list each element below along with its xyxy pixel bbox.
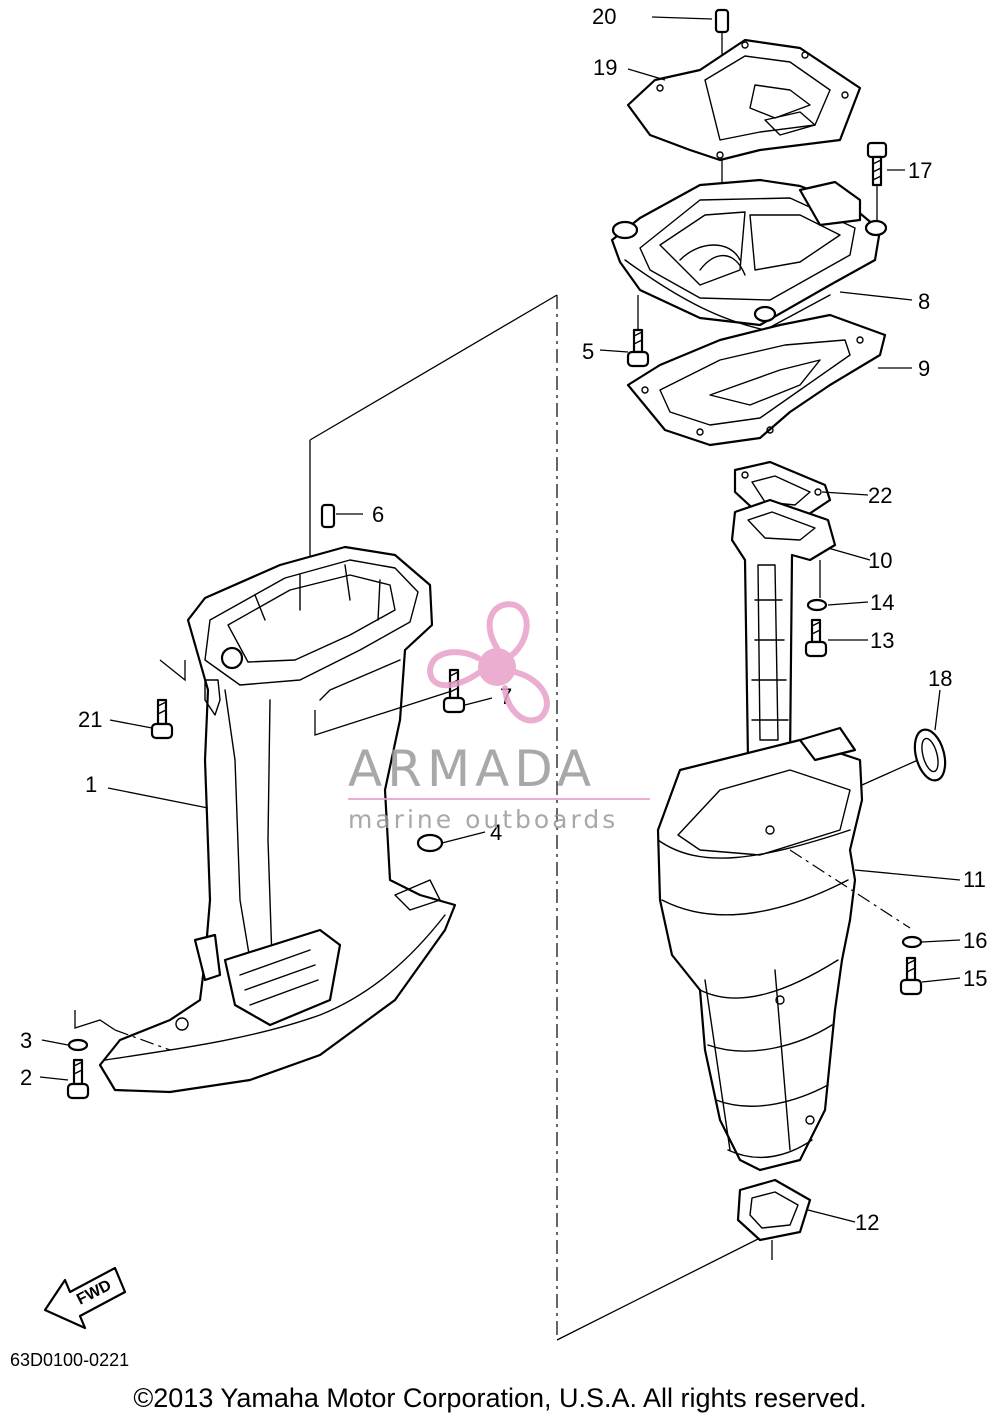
upper-casing-11 (656, 726, 919, 1172)
callout-12: 12 (855, 1210, 879, 1235)
plug-4 (416, 833, 444, 853)
left-frame-line (309, 294, 773, 1341)
callout-19: 19 (593, 55, 617, 80)
callout-20: 20 (592, 4, 616, 29)
upper-casing-1 (98, 545, 457, 1094)
callout-numbers: 1 2 3 4 5 6 7 8 9 10 11 12 13 14 15 16 1… (20, 4, 987, 1235)
bolt-2 (66, 1058, 90, 1100)
seal-18 (913, 728, 947, 782)
callout-11: 11 (963, 867, 986, 892)
bolt-21 (150, 698, 174, 740)
copyright-notice: ©2013 Yamaha Motor Corporation, U.S.A. A… (133, 1383, 867, 1413)
watermark-brand: ARMADA (348, 740, 596, 798)
callout-9: 9 (918, 356, 930, 381)
callout-3: 3 (20, 1028, 32, 1053)
washer-14 (806, 598, 828, 612)
bolt-15 (899, 956, 923, 996)
callout-14: 14 (870, 590, 894, 615)
bolt-5 (626, 295, 650, 368)
seal-12 (736, 1178, 812, 1260)
callout-5: 5 (582, 339, 594, 364)
leader-lines (39, 16, 961, 1223)
callout-22: 22 (868, 483, 892, 508)
washer-16 (901, 935, 923, 949)
watermark-tagline: marine outboards (348, 805, 618, 834)
gasket-9 (626, 313, 887, 447)
callout-21: 21 (78, 707, 102, 732)
bolt-13 (804, 618, 828, 658)
callout-4: 4 (490, 820, 502, 845)
callout-10: 10 (868, 548, 892, 573)
callout-18: 18 (928, 666, 952, 691)
callout-8: 8 (918, 289, 930, 314)
callout-15: 15 (963, 966, 987, 991)
fwd-arrow-icon: FWD (43, 1266, 127, 1330)
propeller-logo-icon (426, 601, 550, 724)
callout-13: 13 (870, 628, 894, 653)
exhaust-guide-10 (730, 498, 837, 762)
callout-2: 2 (20, 1065, 32, 1090)
gasket-19 (626, 38, 862, 162)
callout-17: 17 (908, 158, 932, 183)
callout-16: 16 (963, 928, 987, 953)
callout-6: 6 (372, 502, 384, 527)
diagram-reference-code: 63D0100-0221 (10, 1350, 130, 1370)
callout-1: 1 (85, 772, 97, 797)
washer-3 (67, 1010, 116, 1052)
upper-plate-8 (610, 178, 888, 331)
bolt-17 (866, 141, 888, 222)
watermark: ARMADA marine outboards (348, 601, 650, 834)
